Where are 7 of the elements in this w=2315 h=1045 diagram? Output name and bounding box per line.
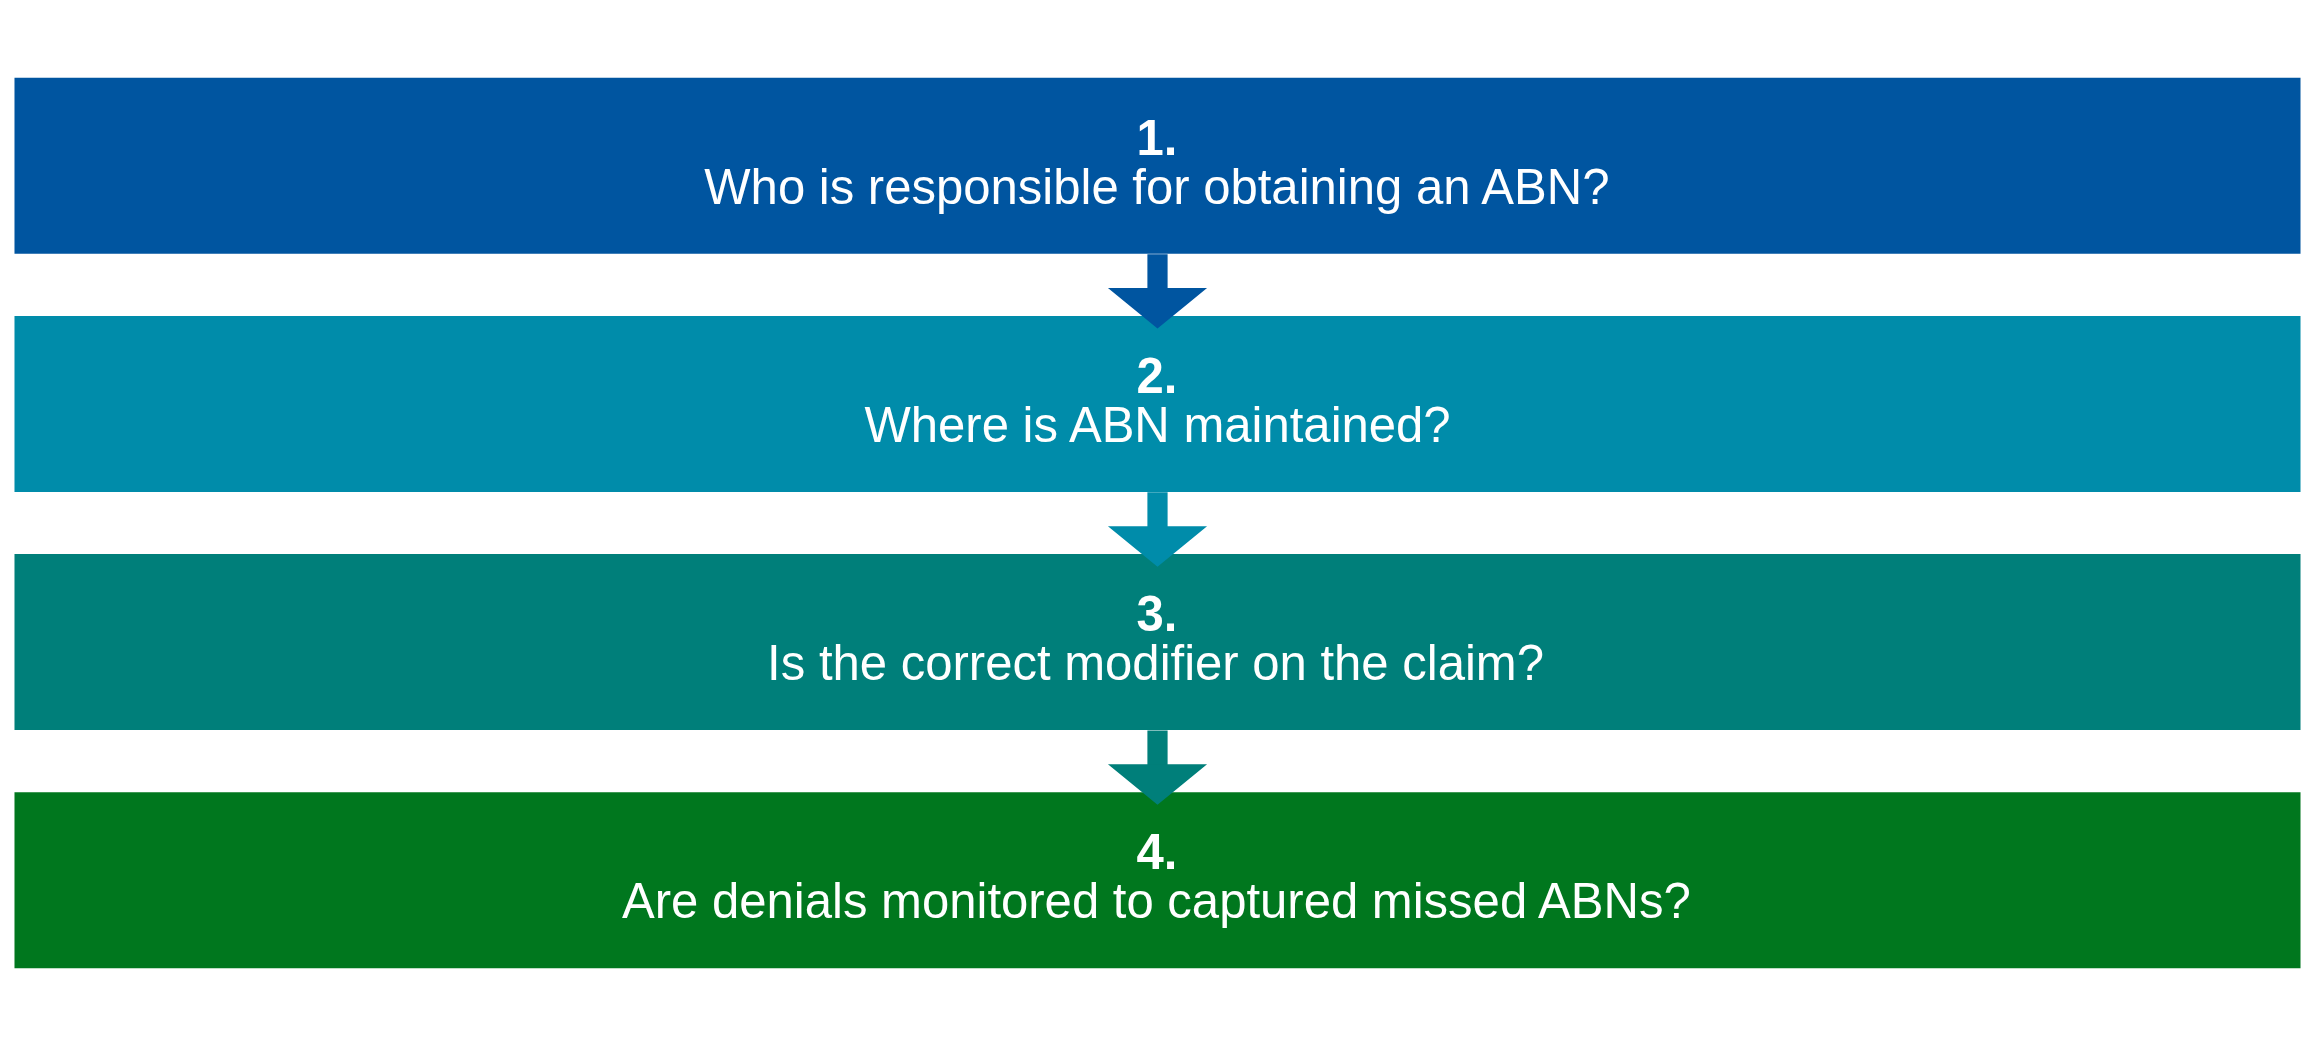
node-box: 4. Are denials monitored to captured missed ABNs? <box>14 791 2301 968</box>
arrow <box>1107 491 1208 567</box>
node-box: 1. Who is responsible for obtaining an ABN? <box>14 77 2301 254</box>
node-box: 3. Is the correct modifier on the claim? <box>14 553 2301 730</box>
node-box: 2. Where is ABN maintained? <box>14 315 2301 492</box>
arrow <box>1107 253 1208 329</box>
arrow <box>1107 729 1208 805</box>
